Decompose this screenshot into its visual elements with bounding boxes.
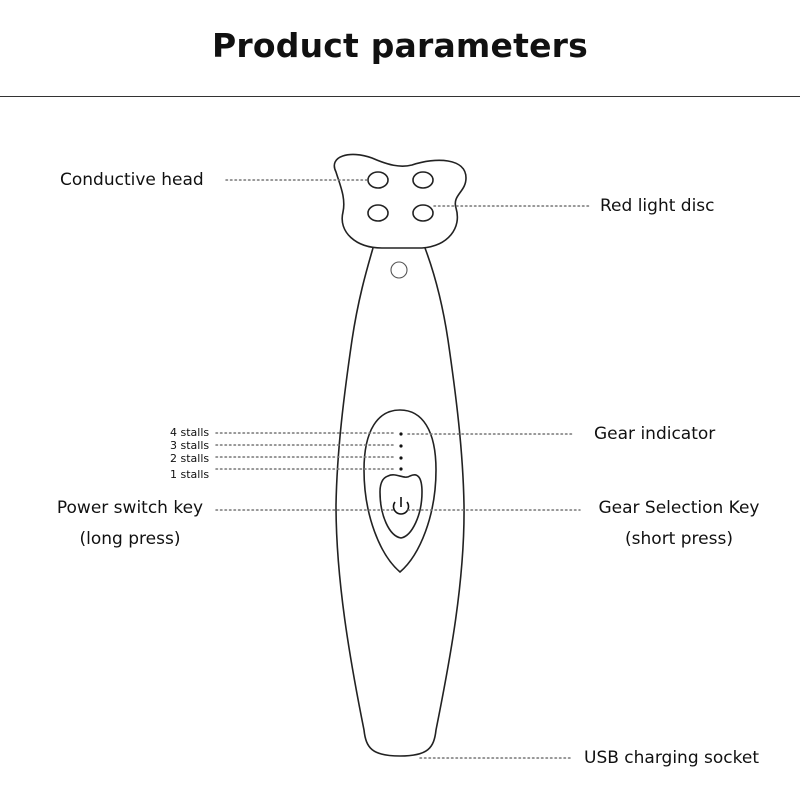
label-stall-1: 1 stalls — [170, 468, 210, 481]
gear-dot-3 — [399, 444, 403, 448]
red-light-disc-4 — [412, 204, 434, 222]
label-conductive-head: Conductive head — [60, 170, 204, 190]
label-gear-indicator: Gear indicator — [594, 424, 716, 444]
handle-outline — [335, 247, 465, 757]
label-gear-selection-line2: (short press) — [625, 529, 733, 549]
gear-dot-1 — [399, 467, 403, 471]
label-stall-2: 2 stalls — [170, 452, 210, 465]
control-panel-outline — [363, 409, 437, 574]
gear-dot-2 — [399, 456, 403, 460]
title-divider — [0, 96, 800, 97]
power-icon — [392, 497, 410, 515]
label-stall-4: 4 stalls — [170, 426, 210, 439]
label-gear-selection-line1: Gear Selection Key — [598, 498, 760, 518]
label-usb-socket: USB charging socket — [584, 748, 759, 768]
gear-dot-4 — [399, 432, 403, 436]
gear-indicator-dots — [399, 432, 403, 471]
label-power-switch: Power switch key (long press) — [48, 497, 212, 550]
power-button-outline — [379, 474, 423, 539]
label-stall-3: 3 stalls — [170, 439, 210, 452]
page-title: Product parameters — [212, 26, 588, 65]
label-power-switch-line1: Power switch key — [56, 498, 204, 518]
red-light-disc-2 — [412, 171, 434, 189]
sensor-dot — [390, 261, 408, 279]
label-gear-selection: Gear Selection Key (short press) — [590, 497, 768, 550]
label-red-light-disc: Red light disc — [600, 196, 715, 216]
red-light-disc-1 — [367, 171, 389, 189]
conductive-head-outline — [333, 153, 467, 249]
label-power-switch-line2: (long press) — [79, 529, 181, 549]
red-light-disc-3 — [367, 204, 389, 222]
